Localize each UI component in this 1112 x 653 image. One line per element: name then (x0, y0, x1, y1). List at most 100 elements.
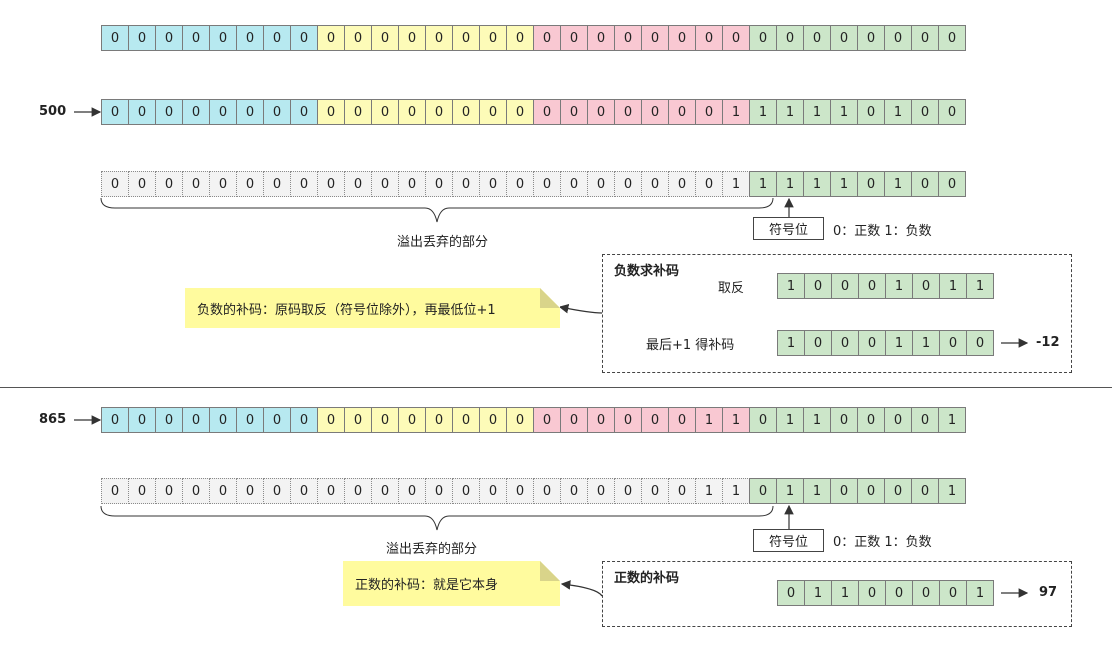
bit-cell: 0 (290, 171, 318, 197)
negative-complement-box (602, 254, 1072, 373)
bit-cell: 0 (560, 171, 588, 197)
bit-cell: 0 (317, 478, 345, 504)
bit-cell: 0 (587, 478, 615, 504)
bit-cell: 0 (939, 330, 967, 356)
result-positive: 97 (1039, 585, 1058, 600)
bit-cell: 0 (560, 478, 588, 504)
bit-cell: 0 (804, 273, 832, 299)
bit-cell: 0 (857, 478, 885, 504)
bit-cell: 0 (641, 25, 669, 51)
bit-cell: 0 (587, 99, 615, 125)
bit-cell: 0 (911, 99, 939, 125)
bit-cell: 0 (344, 171, 372, 197)
section-divider (0, 387, 1112, 388)
bit-cell: 0 (749, 25, 777, 51)
bit-cell: 0 (155, 407, 183, 433)
bit-cell: 1 (776, 171, 804, 197)
bit-cell: 0 (560, 99, 588, 125)
bit-cell: 0 (776, 25, 804, 51)
bit-cell: 0 (290, 25, 318, 51)
bit-cell: 0 (803, 25, 831, 51)
bit-cell: 0 (101, 171, 129, 197)
bit-cell: 1 (749, 99, 777, 125)
bit-cell: 1 (830, 171, 858, 197)
note-neg-connector (558, 303, 603, 314)
bit-cell: 1 (803, 99, 831, 125)
bit-cell: 0 (614, 99, 642, 125)
bit-cell: 0 (857, 99, 885, 125)
positive-complement-title: 正数的补码 (614, 571, 680, 586)
bit-cell: 0 (587, 171, 615, 197)
value-500-label: 500 (39, 104, 67, 119)
bit-cell: 0 (398, 478, 426, 504)
bit-cell: 1 (938, 407, 966, 433)
bit-cell: 0 (344, 25, 372, 51)
bit-cell: 0 (938, 25, 966, 51)
bit-cell: 0 (858, 273, 886, 299)
note-negative: 负数的补码：原码取反（符号位除外），再最低位+1 (185, 288, 560, 328)
bit-cell: 1 (695, 407, 723, 433)
bit-cell: 0 (263, 478, 291, 504)
bit-cell: 1 (966, 580, 994, 606)
bit-cell: 0 (290, 407, 318, 433)
bit-cell: 0 (128, 25, 156, 51)
bit-cell: 0 (101, 478, 129, 504)
bit-cell: 0 (371, 478, 399, 504)
bit-cell: 0 (263, 99, 291, 125)
sign-bit-box-2: 符号位 (753, 529, 824, 552)
bit-cell: 0 (371, 171, 399, 197)
bit-cell: 0 (884, 478, 912, 504)
bit-cell: 0 (911, 171, 939, 197)
bit-cell: 0 (209, 407, 237, 433)
bit-cell: 0 (533, 478, 561, 504)
bit-cell: 0 (884, 25, 912, 51)
note-positive: 正数的补码：就是它本身 (343, 561, 560, 606)
bit-cell: 0 (101, 25, 129, 51)
bit-cell: 1 (966, 273, 994, 299)
bit-cell: 0 (695, 25, 723, 51)
bit-cell: 0 (695, 99, 723, 125)
bit-cell: 0 (236, 478, 264, 504)
bit-cell: 0 (101, 99, 129, 125)
note-pos-fold-shade (540, 561, 560, 581)
bit-cell: 0 (344, 99, 372, 125)
bit-cell: 0 (831, 330, 859, 356)
bit-cell: 0 (425, 99, 453, 125)
bit-cell: 1 (803, 478, 831, 504)
overflow-label-1: 溢出丢弃的部分 (397, 235, 489, 250)
bit-cell: 0 (452, 478, 480, 504)
overflow-brace-1 (100, 197, 774, 223)
bit-cell: 0 (966, 330, 994, 356)
bit-cell: 1 (776, 407, 804, 433)
value-865-label: 865 (39, 412, 67, 427)
bit-cell: 0 (641, 171, 669, 197)
bit-cell: 1 (804, 580, 832, 606)
invert-label: 取反 (718, 281, 745, 296)
bit-cell: 0 (911, 478, 939, 504)
bit-cell: 0 (560, 407, 588, 433)
bit-cell: 1 (831, 580, 859, 606)
bit-cell: 0 (182, 171, 210, 197)
bit-cell: 0 (398, 407, 426, 433)
positive-complement-box (602, 561, 1072, 627)
bit-cell: 0 (371, 407, 399, 433)
sign-bit-note-2: 0：正数 1：负数 (833, 535, 932, 550)
bit-cell: 0 (668, 99, 696, 125)
bit-cell: 0 (290, 478, 318, 504)
bit-cell: 0 (858, 330, 886, 356)
sign-bit-note-1: 0：正数 1：负数 (833, 224, 932, 239)
bit-cell: 0 (506, 25, 534, 51)
bit-cell: 0 (263, 25, 291, 51)
bit-cell: 0 (912, 273, 940, 299)
bit-cell: 0 (209, 25, 237, 51)
bit-cell: 1 (830, 99, 858, 125)
bit-cell: 0 (236, 25, 264, 51)
bit-cell: 0 (236, 99, 264, 125)
bit-cell: 0 (533, 99, 561, 125)
